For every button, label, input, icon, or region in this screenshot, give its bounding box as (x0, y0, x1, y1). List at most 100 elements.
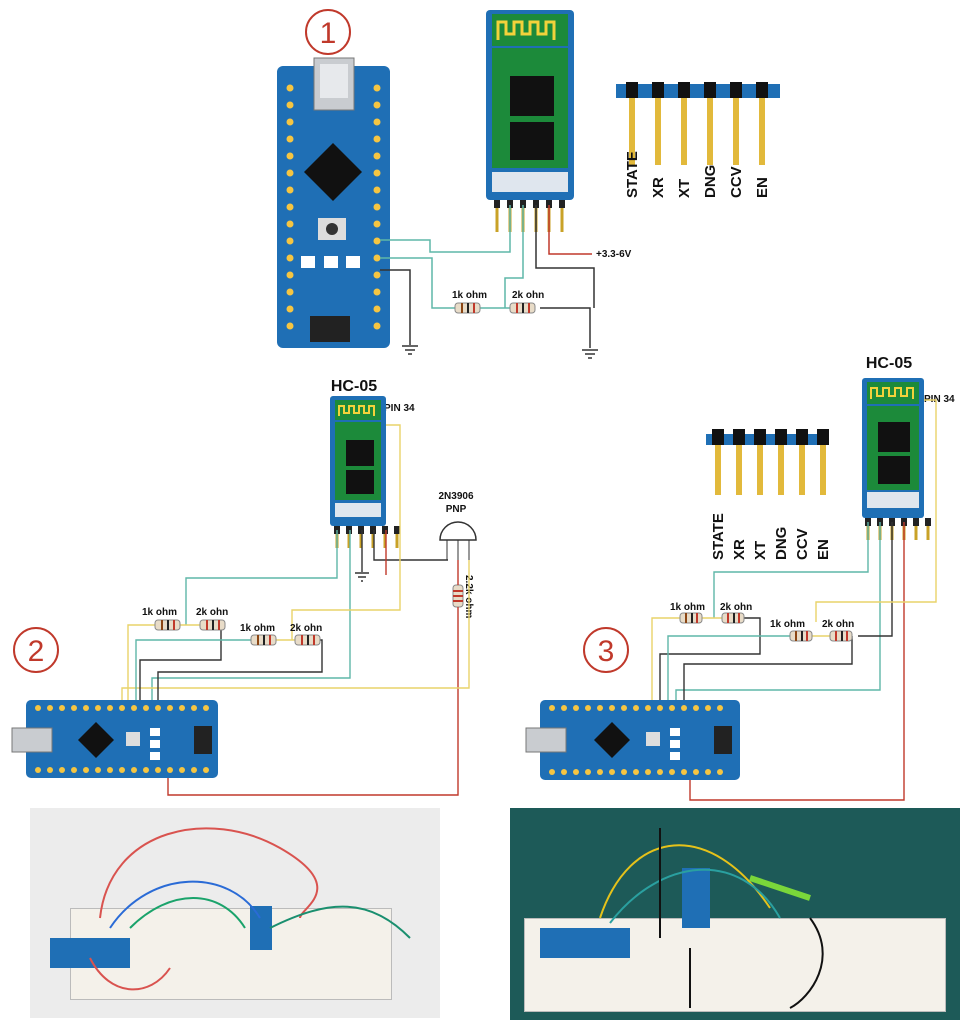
resistor-2k-d2b (294, 634, 321, 646)
header-block (346, 526, 352, 534)
pinout-label: STATE (624, 151, 641, 198)
hc05-title-2: HC-05 (331, 378, 377, 395)
pin-hole (83, 705, 89, 711)
diagram-2-number-circle (13, 627, 59, 673)
pin-hole (131, 767, 137, 773)
pinout-label: DNG (773, 527, 790, 560)
pin-hole (83, 767, 89, 773)
resistor-2k-label-d1: 2k ohn (512, 290, 544, 301)
resistor-label-d3b1: 1k ohm (770, 619, 805, 630)
pin-hole (107, 767, 113, 773)
pinout-label: STATE (710, 513, 727, 560)
pin-hole (286, 101, 294, 109)
header-block (730, 82, 742, 98)
pin-hole (645, 769, 651, 775)
pin-hole (71, 767, 77, 773)
pin34-label-2: PIN 34 (384, 403, 415, 414)
pin-hole (373, 220, 381, 228)
pin-hole (179, 705, 185, 711)
header-block (394, 526, 400, 534)
pin-hole (119, 767, 125, 773)
photo-3-wires (599, 827, 824, 1009)
diagram-3-wires (651, 399, 937, 801)
resistor-1k-d2a (154, 619, 181, 631)
hc05-module-2 (330, 396, 400, 548)
pin-hole (286, 288, 294, 296)
header-block (756, 82, 768, 98)
pin-hole (373, 322, 381, 330)
pnp-transistor (439, 521, 477, 560)
resistor-1k-d2b (250, 634, 277, 646)
pin-hole (597, 705, 603, 711)
pin-hole (681, 769, 687, 775)
pin-hole (573, 769, 579, 775)
pin-hole (167, 767, 173, 773)
pin-hole (681, 705, 687, 711)
pin-hole (657, 769, 663, 775)
resistor-2k-d2a (199, 619, 226, 631)
header-block (533, 200, 539, 208)
pin-hole (131, 705, 137, 711)
pin-hole (286, 118, 294, 126)
resistor-1k-d3b (789, 630, 813, 642)
header-block (913, 518, 919, 526)
pin-hole (585, 705, 591, 711)
pinout-label: XT (752, 541, 769, 560)
pin-hole (286, 322, 294, 330)
pin-hole (549, 705, 555, 711)
pin-hole (373, 135, 381, 143)
diagram-3-number: 3 (598, 635, 615, 668)
resistor-2.2k-base (452, 584, 464, 608)
pin-hole (286, 271, 294, 279)
pin34-label-3: PIN 34 (924, 394, 955, 405)
breadboard-photo-2 (30, 808, 440, 1018)
photo-2-wires (89, 827, 411, 991)
hc05-module-1 (486, 10, 574, 232)
pinout-label: CCV (794, 528, 811, 560)
diagram-1-wires (380, 205, 595, 348)
resistor-label-d3a1: 1k ohm (670, 602, 705, 613)
header-block (733, 429, 745, 445)
pin-hole (286, 135, 294, 143)
pin-hole (549, 769, 555, 775)
resistor-label-d2a2: 2k ohn (196, 607, 228, 618)
pin-hole (286, 305, 294, 313)
header-block (370, 526, 376, 534)
pin-hole (705, 705, 711, 711)
resistor-1k-d3a (679, 612, 703, 624)
pin-hole (573, 705, 579, 711)
ground-symbol (402, 345, 598, 359)
pin-hole (561, 769, 567, 775)
header-block (704, 82, 716, 98)
resistor-2k-d1 (509, 302, 536, 314)
pin-hole (191, 705, 197, 711)
ground-symbol-2 (355, 572, 369, 582)
header-block (520, 200, 526, 208)
pin-hole (373, 305, 381, 313)
pin-hole (143, 767, 149, 773)
header-block (754, 429, 766, 445)
pin-hole (373, 169, 381, 177)
pin-hole (47, 767, 53, 773)
pin-hole (286, 169, 294, 177)
pin-hole (717, 769, 723, 775)
pin-hole (645, 705, 651, 711)
pinout-label: XR (650, 177, 667, 198)
pin-hole (71, 705, 77, 711)
pin-hole (203, 705, 209, 711)
pin-hole (286, 220, 294, 228)
diagram-3-number-circle (583, 627, 629, 673)
pin-hole (286, 237, 294, 245)
pin-hole (143, 705, 149, 711)
resistor-1k-label-d1: 1k ohm (452, 290, 487, 301)
resistor-label-d2b1: 1k ohm (240, 623, 275, 634)
resistor-label-d2b2: 2k ohn (290, 623, 322, 634)
header-block (678, 82, 690, 98)
pin-hole (373, 84, 381, 92)
transistor-label-1: 2N3906 (438, 491, 473, 502)
header-block (546, 200, 552, 208)
pin-hole (373, 271, 381, 279)
